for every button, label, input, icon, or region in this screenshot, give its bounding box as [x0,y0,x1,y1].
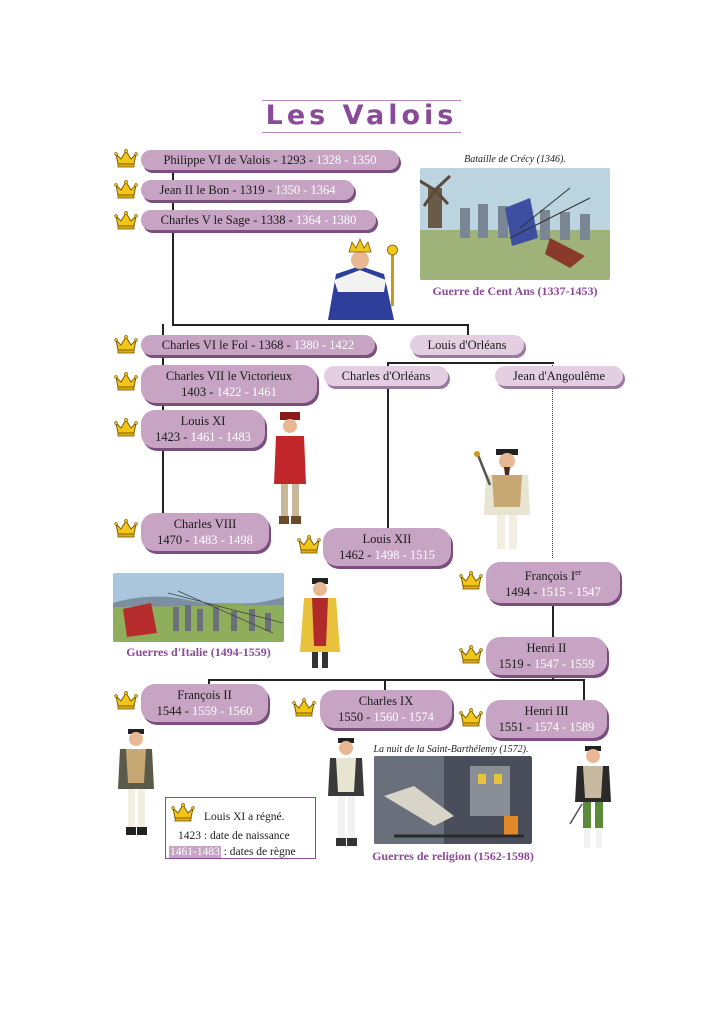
francois2-figure [112,727,160,839]
crecy-caption: Bataille de Crécy (1346). [464,154,566,165]
king-pill-francois1: François Ier 1494 - 1515 - 1547 [486,562,620,604]
henri3-figure [568,744,618,854]
cent-ans-label: Guerre de Cent Ans (1337-1453) [432,284,598,298]
crown-icon [114,149,138,168]
crown-icon [297,535,321,554]
branch-pill-charles-orleans: Charles d'Orléans [324,366,448,386]
page-title: Les Valois [261,100,462,133]
legend-box: Louis XI a régné. 1423 : date de naissan… [165,797,316,859]
barthelemy-image [374,756,532,844]
drop-line-henri3 [583,679,585,703]
line-francois1-henri2 [552,595,554,637]
drop-line-charles9 [384,679,386,691]
trunk-line-top [172,160,174,325]
king-pill-charles8: Charles VIII 1470 - 1483 - 1498 [141,513,269,551]
line-charles-orleans-louis12 [387,362,389,528]
louis11-figure [270,410,310,526]
crecy-battle-image [420,168,610,280]
crown-icon [114,691,138,710]
branch-line-charles5 [172,324,468,326]
page-title-wrap: Les Valois [0,100,723,133]
king-pill-charles7: Charles VII le Victorieux 1403 - 1422 - … [141,365,317,403]
crown-icon [114,211,138,230]
crown-icon [114,519,138,538]
louis12-figure [298,576,342,671]
king-pill-charles9: Charles IX 1550 - 1560 - 1574 [320,690,452,728]
charles5-portrait [318,236,404,320]
king-pill-philippe6: Philippe VI de Valois - 1293 - 1328 - 13… [141,150,399,170]
crown-icon [292,698,316,717]
king-pill-louis11: Louis XI 1423 - 1461 - 1483 [141,410,265,448]
charles9-figure [322,736,370,850]
branch-line-henri2-children [208,679,584,681]
branch-pill-louis-orleans: Louis d'Orléans [410,335,524,355]
italie-label: Guerres d'Italie (1494-1559) [126,645,271,659]
crown-icon [114,335,138,354]
italie-battle-image [113,573,284,642]
dotted-line-angouleme-francois1 [552,362,553,558]
legend-line-birth: 1423 : date de naissance [178,830,290,842]
king-pill-henri3: Henri III 1551 - 1574 - 1589 [486,700,607,738]
king-pill-charles6: Charles VI le Fol - 1368 - 1380 - 1422 [141,335,375,355]
religion-label: Guerres de religion (1562-1598) [372,849,534,863]
crown-icon [459,571,483,590]
king-pill-charles5: Charles V le Sage - 1338 - 1364 - 1380 [141,210,376,230]
drop-line-louis-orleans [467,324,469,338]
crown-icon [171,803,195,822]
crown-icon [114,180,138,199]
legend-line-reign: 1461-1483 : dates de règne [169,846,296,858]
crown-icon [459,708,483,727]
king-pill-francois2: François II 1544 - 1559 - 1560 [141,684,268,722]
branch-pill-jean-angouleme: Jean d'Angoulême [495,366,623,386]
francois1-figure [472,445,542,557]
king-pill-louis12: Louis XII 1462 - 1498 - 1515 [323,528,451,566]
crown-icon [459,645,483,664]
king-pill-jean2: Jean II le Bon - 1319 - 1350 - 1364 [141,180,354,200]
king-pill-henri2: Henri II 1519 - 1547 - 1559 [486,637,607,675]
branch-line-louis-orleans [387,362,554,364]
drop-line-francois2 [208,679,210,687]
crown-icon [114,372,138,391]
line-henri2-down [552,672,554,680]
legend-line-reigned: Louis XI a régné. [204,811,285,823]
barthelemy-caption: La nuit de la Saint-Barthélemy (1572). [373,744,529,755]
crown-icon [114,418,138,437]
